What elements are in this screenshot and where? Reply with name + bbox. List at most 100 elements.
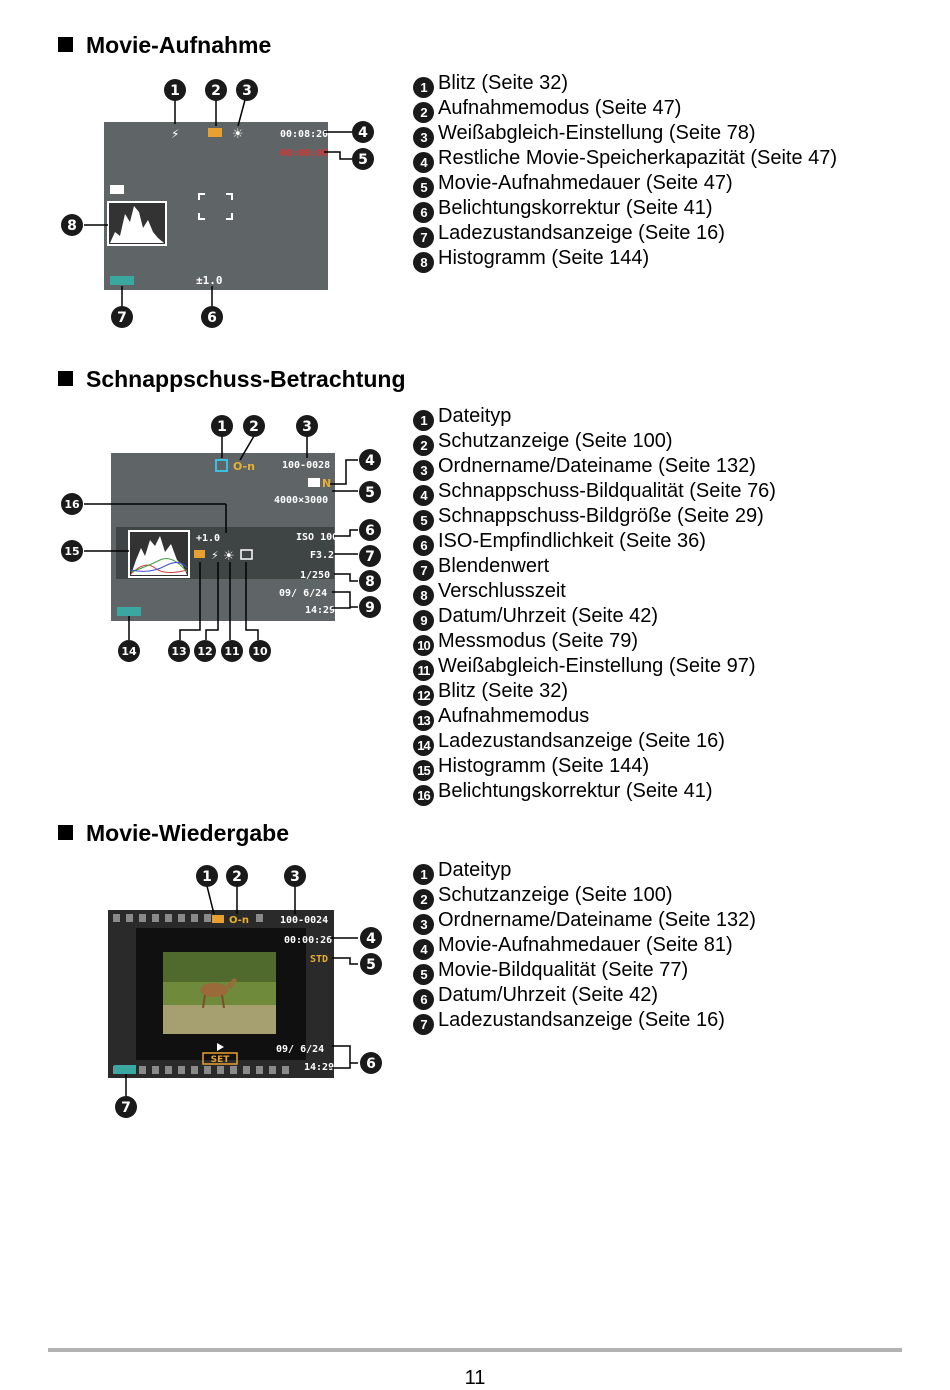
duration-text: 00:00:26 — [284, 935, 332, 946]
callout-3-icon — [296, 415, 318, 437]
number-badge-icon: 6 — [413, 202, 434, 223]
number-badge-icon: 8 — [413, 585, 434, 606]
legend-item-text: Blitz (Seite 32) — [438, 72, 569, 94]
folder-file-name-text: 100-0024 — [280, 915, 328, 926]
battery-icon — [117, 607, 141, 616]
legend-item-text: Belichtungskorrektur (Seite 41) — [438, 197, 713, 219]
svg-text:12: 12 — [197, 645, 212, 658]
callout-13-icon — [168, 640, 190, 662]
callout-15-icon — [61, 540, 83, 562]
number-badge-icon: 7 — [413, 560, 434, 581]
callout-3-icon — [236, 79, 258, 101]
callout-4-icon — [360, 927, 382, 949]
legend-item-text: Ordnername/Dateiname (Seite 132) — [438, 909, 756, 931]
legend-item-text: Histogramm (Seite 144) — [438, 247, 650, 269]
svg-text:6: 6 — [365, 523, 375, 539]
number-badge-icon: 16 — [413, 785, 434, 806]
legend-item-text: Dateityp — [438, 859, 512, 881]
number-badge-icon: 14 — [413, 735, 434, 756]
svg-text:1: 1 — [202, 869, 212, 885]
number-badge-icon: 4 — [413, 939, 434, 960]
number-badge-icon: 5 — [413, 964, 434, 985]
callout-3-icon — [284, 865, 306, 887]
legend-item-text: Weißabgleich-Einstellung (Seite 97) — [438, 655, 756, 677]
callout-5-icon — [352, 148, 374, 170]
svg-text:5: 5 — [358, 152, 368, 168]
legend-item-text: Schnappschuss-Bildqualität (Seite 76) — [438, 480, 776, 502]
legend-item-text: Ladezustandsanzeige (Seite 16) — [438, 730, 725, 752]
number-badge-icon: 6 — [413, 989, 434, 1010]
folder-file-name-text: 100-0028 — [282, 460, 330, 471]
exposure-compensation-text: ±1.0 — [196, 274, 223, 287]
movie-mode-icon — [208, 128, 222, 137]
file-type-icon — [215, 459, 228, 472]
svg-text:2: 2 — [249, 419, 259, 435]
callout-1-icon — [196, 865, 218, 887]
time-text: 14:29 — [304, 1062, 334, 1073]
bullet-square-icon — [58, 37, 73, 52]
movie-playback-screen: O-n 100-0024 00:00:26 STD 09/ 6/24 14:29… — [108, 865, 382, 1118]
number-badge-icon: 2 — [413, 102, 434, 123]
svg-text:2: 2 — [211, 83, 221, 99]
legend-item-text: Schutzanzeige (Seite 100) — [438, 430, 673, 452]
date-text: 09/ 6/24 — [276, 1044, 324, 1055]
callout-7-icon — [115, 1096, 137, 1118]
number-badge-icon: 6 — [413, 535, 434, 556]
section-title-movie-playback: Movie-Wiedergabe — [58, 820, 289, 847]
quality-n-icon: N — [322, 477, 331, 490]
callout-7-icon — [111, 306, 133, 328]
number-badge-icon: 7 — [413, 227, 434, 248]
section-title-movie-recording: Movie-Aufnahme — [58, 32, 271, 59]
svg-text:11: 11 — [224, 645, 239, 658]
legend-item-text: Movie-Aufnahmedauer (Seite 81) — [438, 934, 733, 956]
recording-time-text: 00:00:00 — [280, 148, 328, 159]
focus-frame-icon — [198, 193, 233, 220]
legend-item-text: Aufnahmemodus (Seite 47) — [438, 97, 682, 119]
time-text: 14:29 — [305, 605, 335, 616]
page-number: 11 — [464, 1367, 486, 1389]
callout-7-icon — [359, 545, 381, 567]
footer-divider — [48, 1348, 902, 1352]
svg-text:7: 7 — [365, 549, 375, 565]
aperture-text: F3.2 — [310, 550, 334, 561]
number-badge-icon: 4 — [413, 152, 434, 173]
legend-item-text: Movie-Bildqualität (Seite 77) — [438, 959, 689, 981]
callout-9-icon — [359, 596, 381, 618]
movie-recording-screen: ⚡ ☀ 00:08:20 00:00:00 ±1.0 — [61, 79, 374, 328]
remaining-time-text: 00:08:20 — [280, 129, 328, 140]
callout-4-icon — [359, 449, 381, 471]
image-size-text: 4000×3000 — [274, 495, 328, 506]
callout-6-icon — [360, 1052, 382, 1074]
legend-item-text: Belichtungskorrektur (Seite 41) — [438, 780, 713, 802]
callout-1-icon — [164, 79, 186, 101]
date-text: 09/ 6/24 — [279, 588, 327, 599]
number-badge-icon: 15 — [413, 760, 434, 781]
bullet-square-icon — [58, 825, 73, 840]
svg-text:6: 6 — [207, 310, 217, 326]
play-icon — [217, 1043, 224, 1051]
movie-file-icon — [212, 915, 224, 923]
legend-item-text: Datum/Uhrzeit (Seite 42) — [438, 984, 659, 1006]
number-badge-icon: 3 — [413, 460, 434, 481]
histogram-graphic — [107, 201, 167, 246]
number-badge-icon: 4 — [413, 485, 434, 506]
callout-4-icon — [352, 121, 374, 143]
